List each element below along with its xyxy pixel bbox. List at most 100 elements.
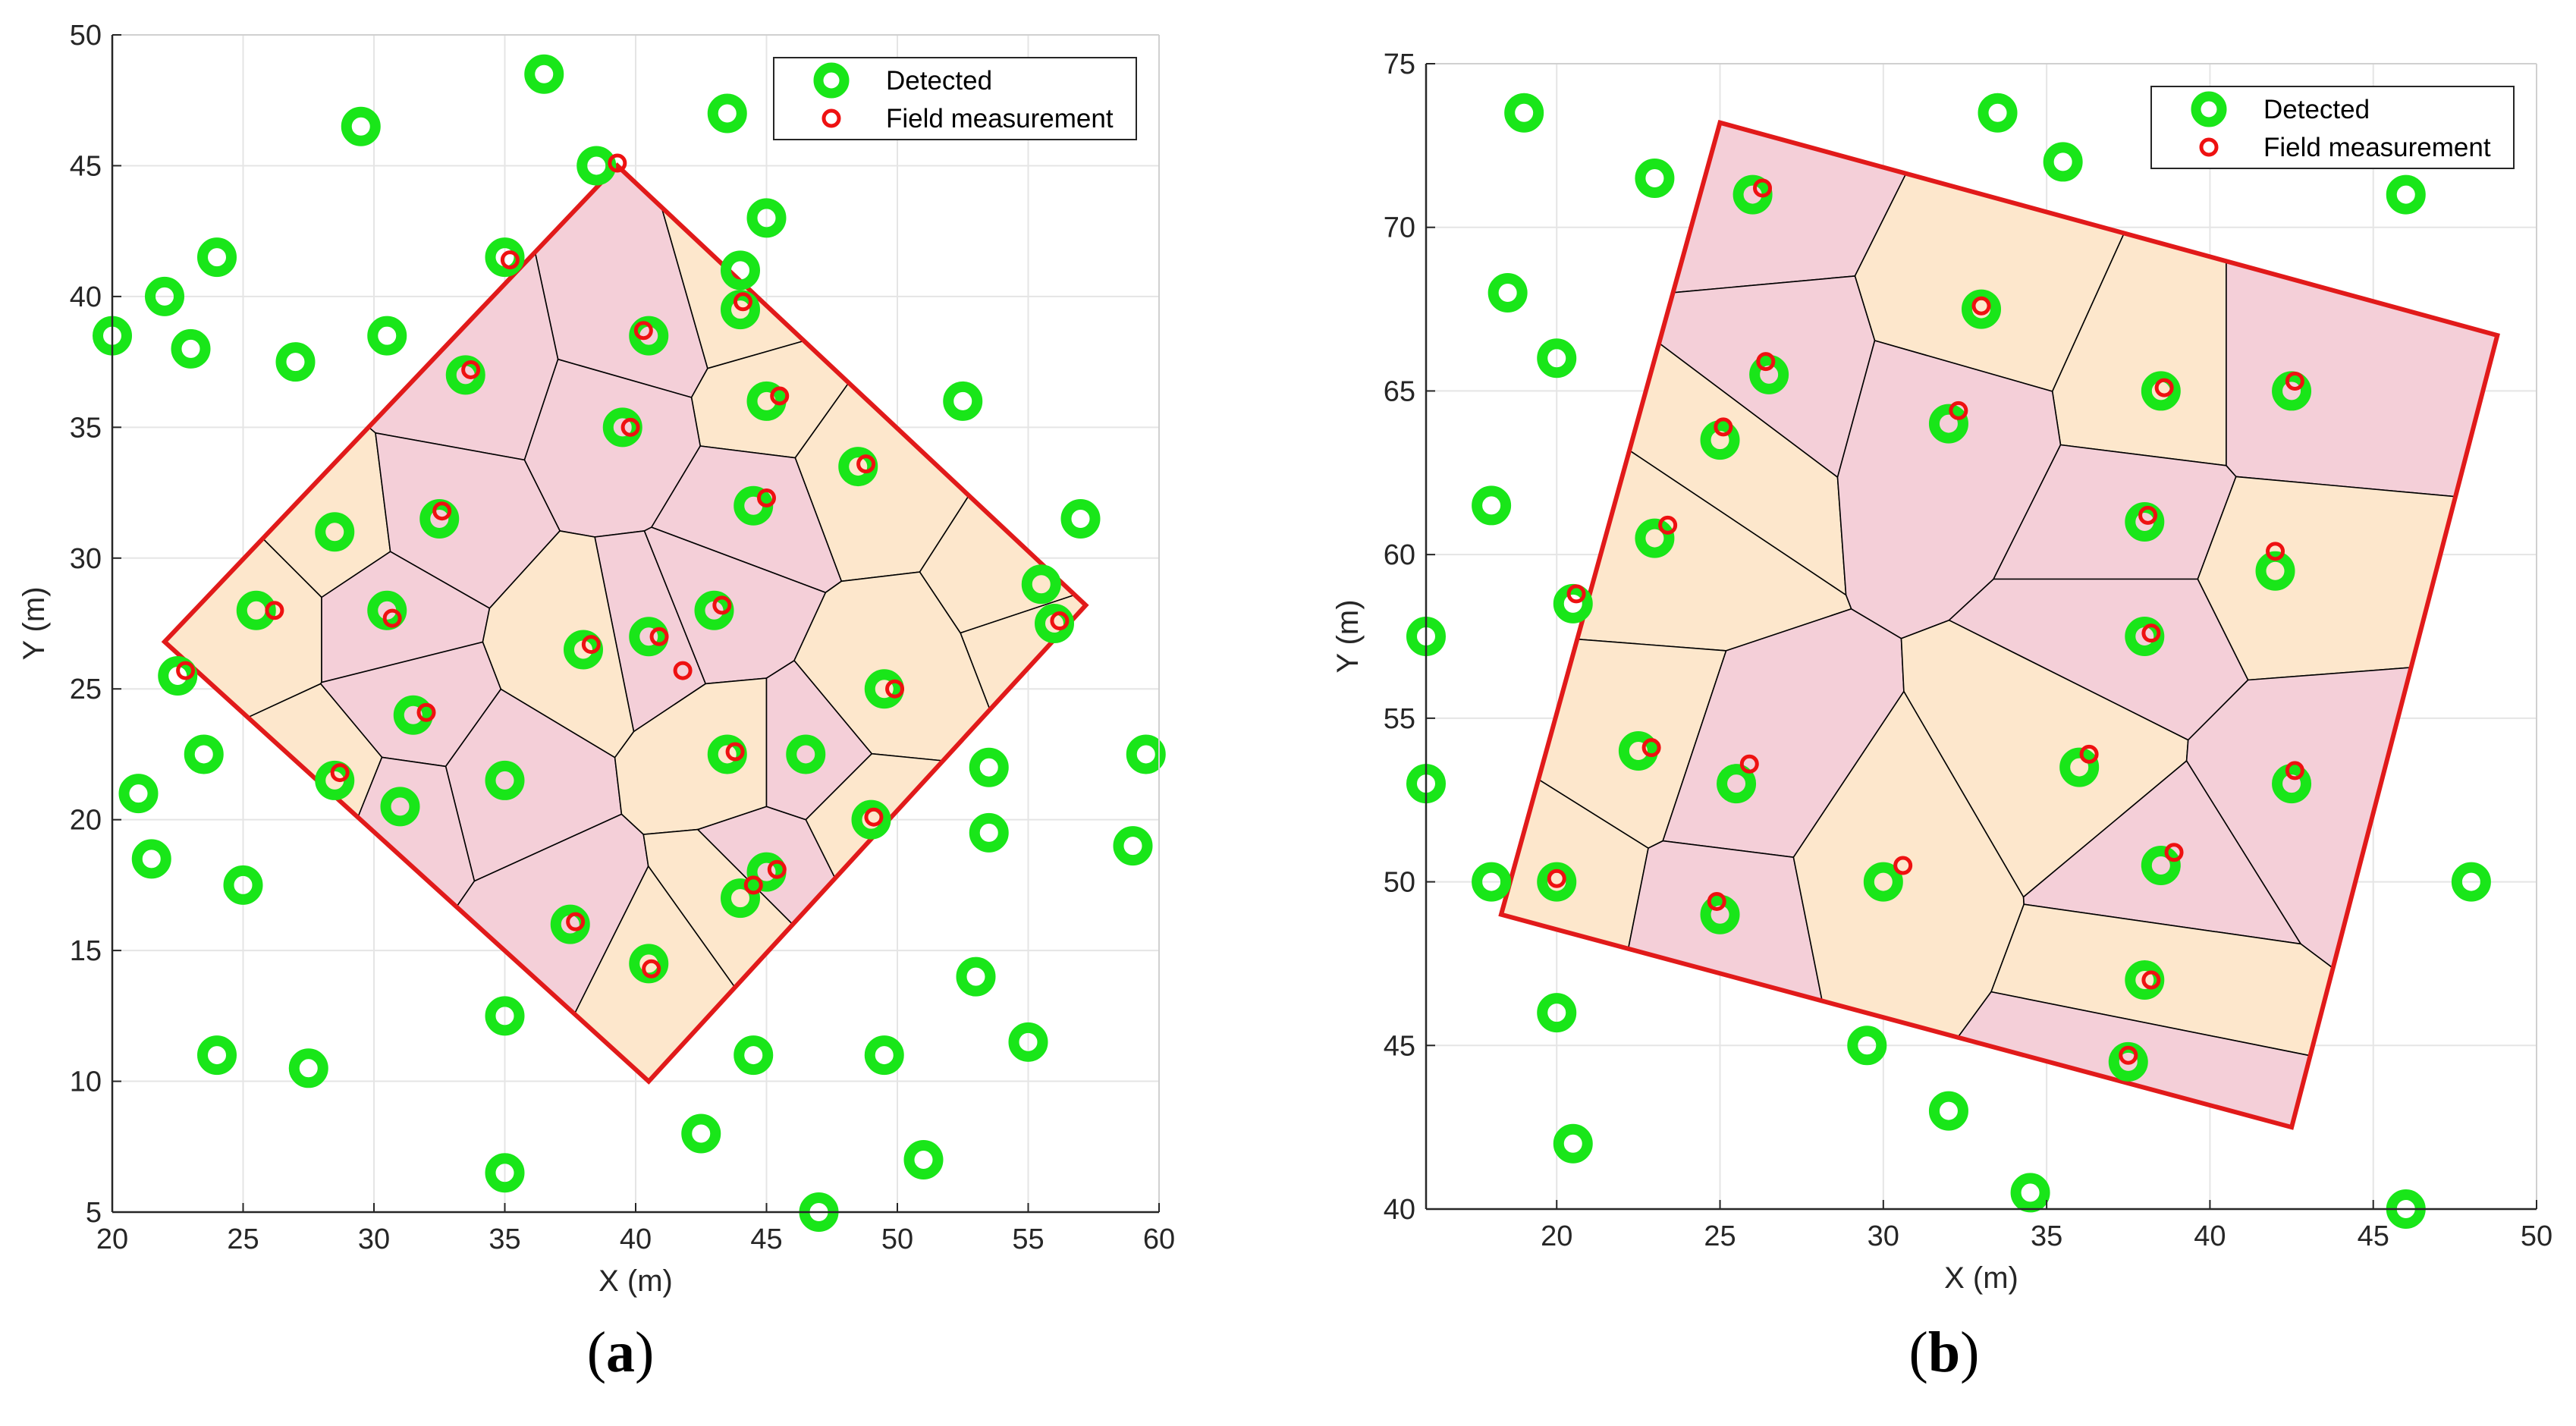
panel-b-detected-point	[1537, 993, 1577, 1033]
panel-b-detected-point	[1553, 583, 1593, 623]
panel-b-ytick-label: 40	[1384, 1194, 1415, 1226]
panel-b-xtick-label: 45	[2358, 1220, 2389, 1252]
panel-a-caption: (a)	[586, 1321, 655, 1384]
panel-b-xlabel: X (m)	[1944, 1261, 2018, 1295]
panel-a-legend-field-label: Field measurement	[886, 104, 1114, 133]
panel-a-detected-point	[1035, 604, 1074, 643]
panel-b-detected-point	[1487, 273, 1528, 313]
panel-a-detected-point	[629, 944, 669, 984]
panel-a-xtick-label: 35	[488, 1223, 520, 1255]
panel-a-xtick-label: 50	[881, 1223, 913, 1255]
panel-a-legend-detected-marker	[813, 62, 850, 99]
panel-a-field-point	[733, 292, 752, 312]
panel-a-detected-point	[485, 996, 525, 1036]
panel-a-detected-point	[746, 852, 787, 892]
panel-b-detected-point	[1635, 518, 1675, 558]
panel-a-letter: a	[606, 1321, 635, 1384]
panel-a-detected-point	[629, 316, 669, 356]
panel-a-legend-field-marker	[821, 108, 841, 128]
panel-a-detected-point	[275, 342, 316, 382]
panel-b-field-point	[1707, 891, 1726, 911]
panel-b-field-point	[1753, 178, 1773, 198]
panel-a-field-point	[856, 454, 876, 474]
panel-b-detected-point	[1700, 420, 1740, 460]
panel-a-field-point	[767, 859, 787, 879]
panel-a-detected-point	[367, 316, 407, 356]
panel-b-detected-point	[1618, 731, 1658, 771]
panel-a-detected-point	[943, 381, 983, 421]
panel-a-ytick-label: 45	[70, 150, 102, 182]
panel-b-xtick-label: 25	[1704, 1220, 1736, 1252]
panel-b-detected-point	[1928, 404, 1968, 444]
panel-a-legend-detected-label: Detected	[886, 66, 992, 96]
panel-b-ytick-label: 55	[1384, 703, 1415, 735]
panel-b-detected-point	[2386, 174, 2426, 215]
panel-a-detected-point	[380, 787, 420, 827]
panel-a-detected-point	[184, 734, 224, 774]
panel-b-ytick-label: 65	[1384, 375, 1415, 407]
panel-b-field-point	[2285, 371, 2304, 391]
panel-b-detected-point	[2059, 747, 2100, 787]
panel-b-detected-point	[1717, 764, 1757, 804]
panel-a-field-point	[649, 627, 669, 646]
panel-b-ylabel: Y (m)	[1331, 599, 1365, 673]
panel-a-detected-point	[903, 1140, 944, 1180]
panel-b-field-point	[2285, 761, 2304, 781]
panel-b-ytick-label: 70	[1384, 212, 1415, 244]
panel-a-xtick-label: 25	[227, 1223, 259, 1255]
panel-a-detected-point	[485, 760, 525, 800]
panel-b-field-point	[1971, 296, 1991, 316]
panel-a-field-point	[770, 386, 790, 406]
panel-a-detected-point	[746, 381, 787, 421]
panel-b-field-point	[2119, 1045, 2138, 1065]
panel-a-ytick-label: 10	[70, 1066, 102, 1098]
panel-a-field-point	[581, 635, 601, 655]
panel-a-xtick-label: 30	[358, 1223, 390, 1255]
panel-b-legend-field-marker	[2199, 137, 2219, 157]
panel-a-detected-point	[969, 747, 1009, 787]
panel-b-xtick-label: 50	[2521, 1220, 2552, 1252]
panel-a-detected-point	[145, 276, 184, 316]
panel-a-detected-point	[550, 904, 590, 944]
panel-a-detected-point	[851, 799, 891, 840]
panel-a-field-point	[725, 742, 745, 762]
panel-a-xtick-label: 20	[96, 1223, 128, 1255]
panel-a-detected-point	[131, 839, 171, 879]
panel-a-detected-point	[223, 865, 263, 905]
panel-a-detected-point	[197, 1035, 237, 1076]
panel-b-field-point	[1893, 856, 1913, 875]
panel-a-detected-point	[721, 878, 760, 919]
panel-b-ytick-label: 75	[1384, 49, 1415, 80]
panel-b-detected-point	[1472, 862, 1512, 902]
panel-a-xtick-label: 45	[750, 1223, 782, 1255]
panel-a-field-point	[382, 608, 402, 628]
panel-b-xtick-label: 20	[1541, 1220, 1572, 1252]
panel-a-detected-point	[956, 956, 996, 997]
panel-b-field-point	[1566, 584, 1586, 604]
panel-a-ylabel: Y (m)	[17, 586, 51, 660]
panel-a-detected-point	[315, 512, 355, 552]
panel-a-field-point	[265, 601, 284, 620]
panel-a-field-point	[500, 250, 520, 270]
panel-a-ytick-label: 20	[70, 805, 102, 837]
panel-a-detected-point	[197, 237, 237, 278]
panel-b-boundary	[1498, 120, 2500, 1130]
panel-a-field-point	[633, 321, 653, 341]
panel-b-field-point	[2138, 505, 2158, 525]
panel-a-detected-point	[1060, 499, 1101, 539]
panel-b-detected-point	[2141, 846, 2181, 885]
panel-b-ytick-label: 50	[1384, 867, 1415, 899]
panel-b-caption: (b)	[1908, 1321, 1980, 1384]
panel-b-ytick-label: 45	[1384, 1030, 1415, 1062]
panel-a-ytick-label: 30	[70, 543, 102, 575]
panel-a-detected-point	[236, 590, 276, 630]
panel-b-detected-point	[1700, 894, 1740, 934]
panel-a-xtick-label: 40	[620, 1223, 652, 1255]
panel-b-field-point	[1547, 868, 1566, 888]
panel-b-field-point	[1949, 400, 1968, 420]
panel-a-detected-point	[681, 1113, 721, 1154]
panel-b-ytick-label: 60	[1384, 539, 1415, 571]
panel-a-detected-point	[864, 669, 904, 709]
